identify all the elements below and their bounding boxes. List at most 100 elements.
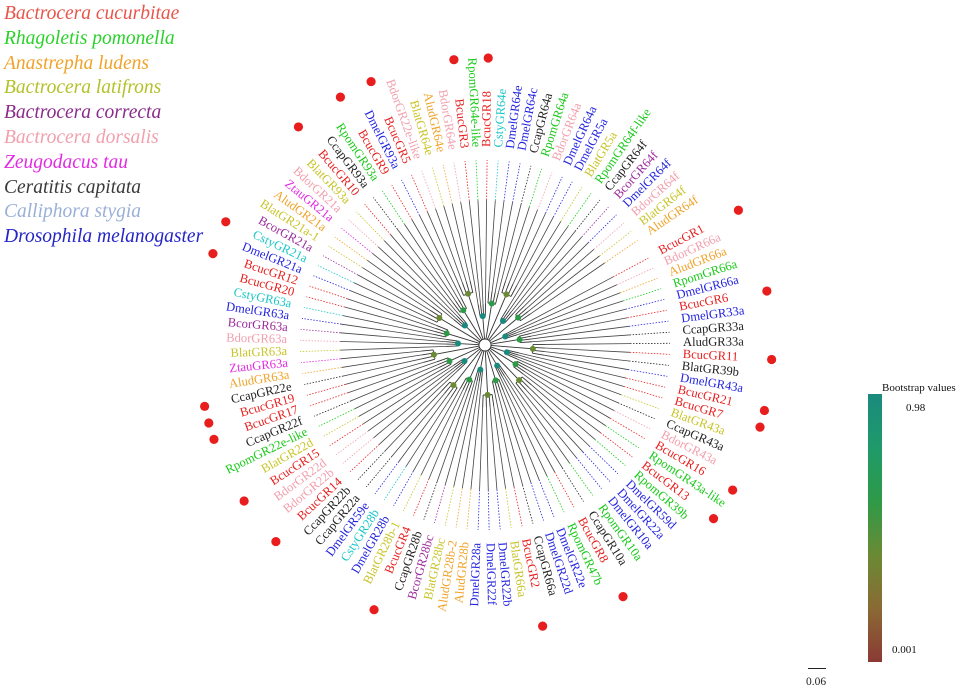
tree-branch: [498, 379, 504, 391]
tree-branch: [431, 306, 443, 315]
tree-branch: [501, 376, 556, 473]
tree-branch: [531, 384, 596, 440]
bootstrap-node: [466, 376, 473, 383]
bootstrap-node: [477, 366, 484, 373]
marker-dot: [762, 286, 772, 296]
tree-root: [478, 338, 492, 352]
tree-branch: [491, 201, 505, 292]
leaf-label: AludGR33a: [683, 334, 744, 349]
marker-dot: [618, 592, 628, 602]
tree-branch: [452, 358, 464, 367]
leaf-connector: [475, 160, 479, 201]
leaf-connector: [513, 486, 523, 527]
leaf-label: CstyGR64e: [491, 88, 509, 148]
tree-branch: [428, 390, 467, 479]
bootstrap-node: [529, 345, 536, 352]
tree-branch: [505, 206, 530, 282]
leaf-connector: [494, 160, 499, 201]
tree-branch: [486, 350, 497, 381]
tree-branch: [453, 319, 464, 328]
tree-branch: [469, 280, 474, 293]
tree-branch: [486, 294, 507, 340]
tree-branch: [453, 381, 478, 487]
leaf-connector: [537, 172, 553, 210]
tree-branch: [443, 205, 467, 282]
tree-branch: [518, 354, 625, 387]
tree-branch: [343, 358, 423, 377]
bootstrap-node: [492, 377, 499, 384]
leaf-label: DmelGR28a: [467, 542, 483, 607]
leaf-connector: [423, 481, 438, 520]
tree-branch: [468, 200, 481, 305]
tree-branch: [390, 234, 460, 315]
tree-branch: [510, 231, 576, 313]
tree-branch: [342, 315, 435, 335]
bootstrap-node: [443, 330, 450, 337]
tree-branch: [457, 362, 467, 372]
tree-branch: [446, 332, 480, 344]
leaf-connector: [569, 462, 594, 496]
tree-branch: [460, 297, 467, 309]
tree-branch: [506, 221, 562, 310]
tree-branch: [488, 320, 504, 341]
scale-bar-line: [808, 668, 826, 669]
leaf-connector: [434, 484, 446, 524]
legend-item: Ceratitis capitata: [4, 176, 142, 198]
tree-branch: [544, 354, 628, 370]
leaf-connector: [627, 369, 668, 377]
leaf-connector: [356, 211, 385, 241]
tree-branch: [357, 274, 429, 314]
tree-branch: [398, 395, 448, 462]
marker-dot: [335, 92, 346, 102]
tree-branch: [510, 285, 517, 297]
leaf-connector: [306, 384, 346, 396]
tree-branch: [517, 300, 624, 336]
tree-branch: [353, 282, 427, 318]
tree-branch: [435, 208, 463, 284]
tree-branch: [522, 373, 601, 434]
tree-branch: [470, 381, 482, 490]
leaf-connector: [588, 445, 619, 474]
tree-branch: [485, 200, 488, 305]
tree-branch: [530, 262, 605, 315]
tree-branch: [385, 390, 443, 451]
leaf-connector: [328, 245, 363, 268]
tree-branch: [525, 389, 584, 453]
marker-dot: [204, 418, 214, 428]
tree-branch: [517, 356, 622, 396]
tree-branch: [523, 242, 589, 307]
tree-branch: [347, 361, 437, 394]
leaf-connector: [620, 277, 658, 294]
tree-branch: [524, 371, 606, 426]
leaf-connector: [300, 340, 341, 342]
leaf-connector: [464, 161, 470, 201]
leaf-connector: [310, 392, 349, 407]
tree-branch: [423, 358, 436, 363]
tree-branch: [358, 369, 441, 417]
tree-branch: [515, 305, 525, 316]
tree-branch: [480, 369, 484, 382]
leaf-label: BdorGR63a: [226, 331, 288, 346]
bootstrap-node: [503, 291, 510, 298]
tree-branch: [391, 393, 445, 457]
tree-branch: [494, 292, 499, 305]
marker-dot: [755, 422, 765, 432]
tree-branch: [487, 291, 490, 304]
leaf-connector: [455, 488, 463, 528]
leaf-connector: [599, 231, 632, 257]
tree-branch: [526, 368, 611, 419]
leaf-connector: [621, 394, 659, 409]
marker-dot: [366, 76, 376, 87]
tree-branch: [527, 366, 615, 412]
leaf-connector: [567, 193, 592, 227]
tree-branch: [515, 382, 524, 393]
tree-branch: [453, 349, 482, 386]
tree-branch: [433, 334, 446, 338]
tree-branch: [441, 381, 451, 392]
legend-item: Zeugodacus tau: [4, 151, 129, 173]
leaf-connector: [342, 437, 374, 464]
leaf-connector: [538, 479, 555, 517]
bootstrap-node: [455, 340, 462, 347]
tree-branch: [404, 224, 456, 302]
tree-branch: [340, 332, 447, 343]
